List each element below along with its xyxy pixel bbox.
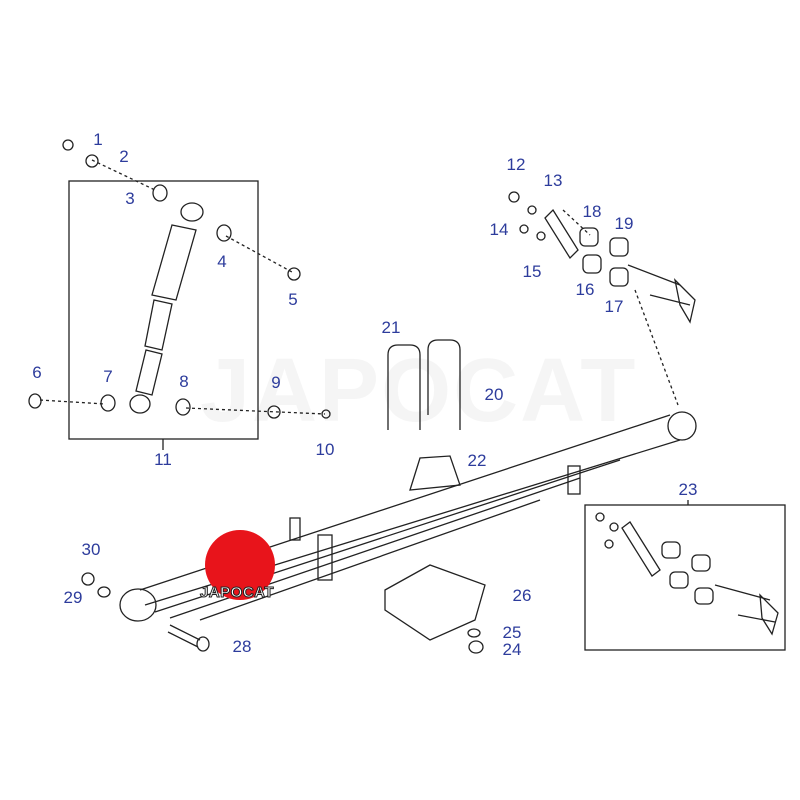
callout-1[interactable]: 1 [93, 130, 103, 149]
callout-30[interactable]: 30 [81, 540, 101, 559]
shock-absorber-group-box [68, 180, 259, 440]
shock-absorber [129, 202, 204, 414]
logo-text: JAPOCAT [199, 584, 275, 602]
callout-25[interactable]: 25 [502, 623, 522, 642]
shackle-parts-inset [595, 512, 779, 636]
callout-10[interactable]: 10 [315, 440, 335, 459]
callout-4[interactable]: 4 [217, 252, 227, 271]
spring-bolt [167, 624, 210, 652]
callout-14[interactable]: 14 [489, 220, 509, 239]
callout-11[interactable]: 11 [154, 450, 172, 469]
callout-7[interactable]: 7 [103, 367, 113, 386]
spring-spacer [409, 455, 461, 491]
callout-28[interactable]: 28 [232, 637, 252, 656]
callout-12[interactable]: 12 [506, 155, 526, 174]
callout-19[interactable]: 19 [614, 214, 634, 233]
callout-15[interactable]: 15 [522, 262, 542, 281]
callout-23[interactable]: 23 [678, 480, 698, 499]
callout-18[interactable]: 18 [582, 202, 602, 221]
callout-3[interactable]: 3 [125, 189, 135, 208]
callout-8[interactable]: 8 [179, 372, 189, 391]
spring-seat-plate [384, 564, 486, 641]
callout-21[interactable]: 21 [381, 318, 401, 337]
callout-6[interactable]: 6 [32, 363, 42, 382]
callout-24[interactable]: 24 [502, 640, 522, 659]
callout-13[interactable]: 13 [543, 171, 563, 190]
callout-29[interactable]: 29 [63, 588, 83, 607]
watermark: JAPOCAT [200, 341, 638, 441]
bushings [28, 139, 331, 419]
callout-16[interactable]: 16 [575, 280, 595, 299]
shackle-group-box [584, 504, 786, 651]
callout-9[interactable]: 9 [271, 373, 281, 392]
callout-17[interactable]: 17 [604, 297, 624, 316]
callout-2[interactable]: 2 [119, 147, 129, 166]
callout-20[interactable]: 20 [484, 385, 504, 404]
shackle-parts [508, 191, 696, 324]
callout-5[interactable]: 5 [288, 290, 298, 309]
callout-22[interactable]: 22 [467, 451, 487, 470]
u-bolts [387, 339, 461, 430]
leader-lines [39, 159, 679, 415]
japocat-logo [205, 530, 275, 600]
callout-26[interactable]: 26 [512, 586, 532, 605]
